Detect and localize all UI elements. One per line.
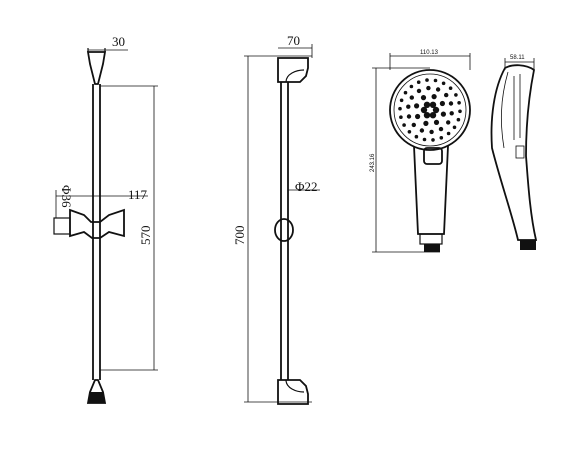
nozzle-dot xyxy=(429,101,437,109)
nozzle-dot xyxy=(457,101,461,105)
nozzle-dot xyxy=(429,112,437,119)
bottom-wall-bracket xyxy=(277,379,309,405)
nozzle-dot xyxy=(416,80,421,84)
spray-button xyxy=(423,147,443,165)
side-button xyxy=(515,145,525,159)
nozzle-dot xyxy=(449,111,454,116)
slider-holder xyxy=(53,217,71,235)
nozzle-dot xyxy=(440,111,446,117)
nozzle-dot xyxy=(433,119,440,125)
shower-head-front-view: 110.13 243.16 xyxy=(370,50,471,253)
dim-phi36-label: Φ36 xyxy=(59,185,74,208)
nozzle-dot xyxy=(439,136,444,140)
nozzle-dot xyxy=(416,88,422,94)
slider-bracket xyxy=(69,208,125,239)
nozzle-dot xyxy=(426,85,431,91)
dim-70-label: 70 xyxy=(287,33,300,48)
nozzle-dot xyxy=(406,104,411,109)
nozzle-dot xyxy=(423,112,431,119)
nozzle-dot xyxy=(454,93,458,97)
nozzle-dot xyxy=(438,126,444,132)
nozzle-pattern xyxy=(398,78,462,142)
nozzle-dot xyxy=(420,106,428,114)
dim-phi22-label: Φ22 xyxy=(295,179,318,194)
nozzle-dot xyxy=(448,86,453,90)
nozzle-dot xyxy=(406,114,412,119)
nozzle-dot xyxy=(429,129,434,135)
dim-700-label: 700 xyxy=(232,226,247,246)
nozzle-dot xyxy=(409,84,414,89)
dim-head-width-label: 110.13 xyxy=(420,50,439,56)
nozzle-dot xyxy=(414,103,420,109)
dim-head-length-label: 243.16 xyxy=(370,153,376,172)
top-wall-bracket xyxy=(277,57,309,83)
nozzle-dot xyxy=(452,125,457,130)
nozzle-dot xyxy=(415,113,421,120)
dim-30-label: 30 xyxy=(112,34,125,49)
nozzle-dot xyxy=(414,134,419,139)
nozzle-dot xyxy=(399,98,404,103)
nozzle-dot xyxy=(444,92,449,98)
nozzle-dot xyxy=(446,120,451,125)
nozzle-dot xyxy=(432,106,440,114)
nozzle-dot xyxy=(419,128,425,133)
nozzle-dot xyxy=(407,130,412,134)
nozzle-dot xyxy=(433,78,438,83)
nozzle-dot xyxy=(458,109,462,114)
nozzle-dot xyxy=(446,131,451,136)
handle-connector xyxy=(419,233,443,245)
bottom-cap-fill xyxy=(89,392,104,403)
nozzle-dot xyxy=(409,95,414,100)
nozzle-dot xyxy=(399,115,403,119)
slider-knob xyxy=(274,218,294,242)
nozzle-dot xyxy=(423,101,431,109)
nozzle-dot xyxy=(411,122,416,128)
handle-thread xyxy=(424,244,440,252)
nozzle-dot xyxy=(456,117,461,122)
spray-face xyxy=(389,69,471,151)
nozzle-dot xyxy=(423,120,429,126)
top-end-cap xyxy=(86,51,107,85)
nozzle-dot xyxy=(441,81,446,86)
shower-head-side-view: 58.11 xyxy=(490,55,538,250)
nozzle-dot xyxy=(422,137,427,142)
dim-570-label: 570 xyxy=(138,226,153,246)
slide-rail-side-view: 700 70 Φ22 xyxy=(232,33,320,405)
dim-117-label: 117 xyxy=(128,187,148,202)
nozzle-dot xyxy=(448,101,454,106)
nozzle-dot xyxy=(420,95,427,101)
nozzle-dot xyxy=(403,90,408,95)
nozzle-dot xyxy=(431,94,437,100)
side-thread xyxy=(520,240,536,250)
side-profile xyxy=(490,64,538,241)
nozzle-dot xyxy=(402,123,406,127)
dim-head-depth-label: 58.11 xyxy=(510,55,525,61)
nozzle-dot xyxy=(425,78,429,82)
nozzle-dot xyxy=(398,106,402,111)
nozzle-dot xyxy=(431,138,435,142)
slide-rail-front-view: 30 117 Φ36 570 xyxy=(53,34,158,404)
nozzle-dot xyxy=(435,87,441,92)
nozzle-dot xyxy=(439,100,445,107)
